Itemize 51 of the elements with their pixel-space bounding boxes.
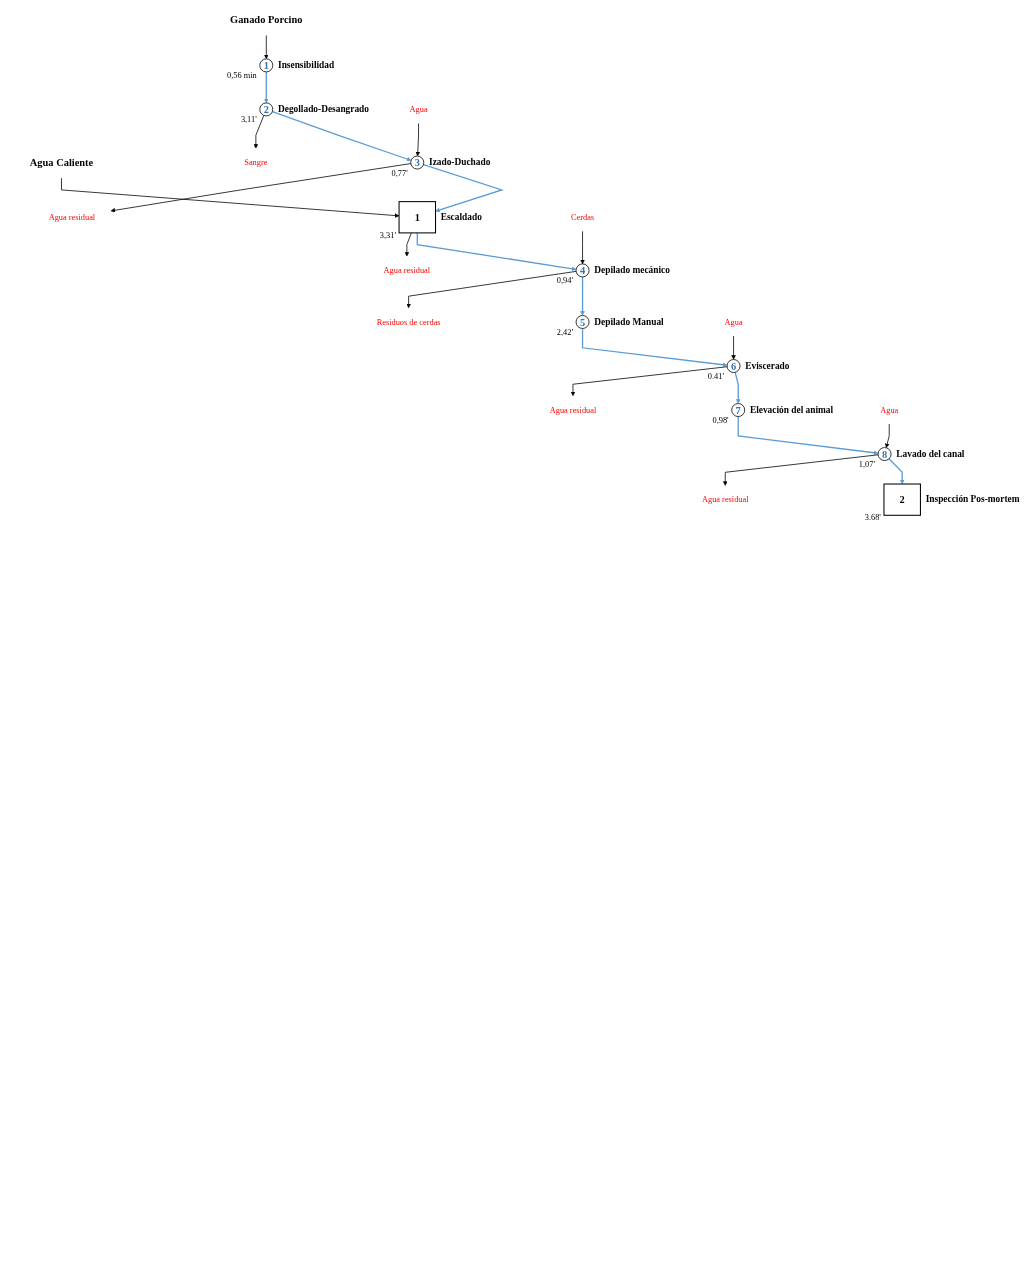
arrow	[271, 110, 412, 162]
node-circle	[259, 102, 274, 117]
time-label: 0,94'	[556, 276, 573, 286]
step-name: Depilado Manual	[594, 316, 664, 327]
node-text: Agua Caliente	[29, 156, 94, 169]
time-label: 0.41'	[707, 372, 724, 382]
arrow	[734, 371, 741, 404]
arrow	[264, 71, 269, 104]
node-text: Sangre	[244, 157, 268, 167]
time-label: 3,31'	[379, 231, 396, 241]
arrow	[737, 415, 879, 455]
node-text: Agua residual	[48, 212, 96, 222]
node-text: Agua residual	[383, 265, 431, 275]
node-circle	[259, 58, 274, 73]
node-circle	[731, 403, 746, 417]
step-name: Eviscerado	[745, 360, 790, 371]
node-circle	[575, 263, 590, 278]
node-text: Residuos de cerdas	[376, 317, 441, 327]
node-circle	[575, 315, 590, 329]
arrow	[888, 458, 905, 485]
arrow	[416, 232, 577, 272]
step-name: Degollado-Desangrado	[278, 104, 369, 114]
time-label: 0,56 min	[227, 71, 257, 81]
step-name: Insensibilidad	[278, 60, 335, 70]
node-text: Agua residual	[701, 494, 749, 504]
node-text: Agua	[724, 317, 743, 327]
time-label: 1,07'	[858, 460, 875, 470]
time-label: 3.68'	[864, 513, 881, 523]
node-text: Cerdas	[570, 212, 595, 222]
node-text: Agua	[880, 405, 899, 415]
node-circle	[726, 359, 741, 373]
node-circle	[877, 447, 892, 461]
node-circle	[410, 155, 425, 170]
node-text: Ganado Porcino	[230, 14, 303, 26]
node-box	[398, 201, 437, 234]
arrow	[581, 327, 728, 367]
arrow	[422, 163, 504, 213]
node-text: Agua residual	[549, 405, 597, 415]
step-name: Inspección Pos-mortem	[925, 494, 1020, 505]
time-label: 0,98'	[712, 416, 729, 426]
node-box	[883, 483, 921, 516]
step-name: Elevación del animal	[749, 404, 834, 415]
node-text: Agua	[409, 104, 428, 114]
step-name: Izado-Duchado	[429, 157, 491, 168]
arrow	[580, 276, 585, 316]
time-label: 0,77'	[391, 168, 408, 178]
step-name: Depilado mecánico	[594, 265, 670, 275]
step-name: Escaldado	[440, 211, 482, 222]
step-name: Lavado del canal	[896, 448, 965, 459]
time-label: 3,11'	[240, 115, 257, 125]
time-label: 2,42'	[556, 328, 573, 337]
